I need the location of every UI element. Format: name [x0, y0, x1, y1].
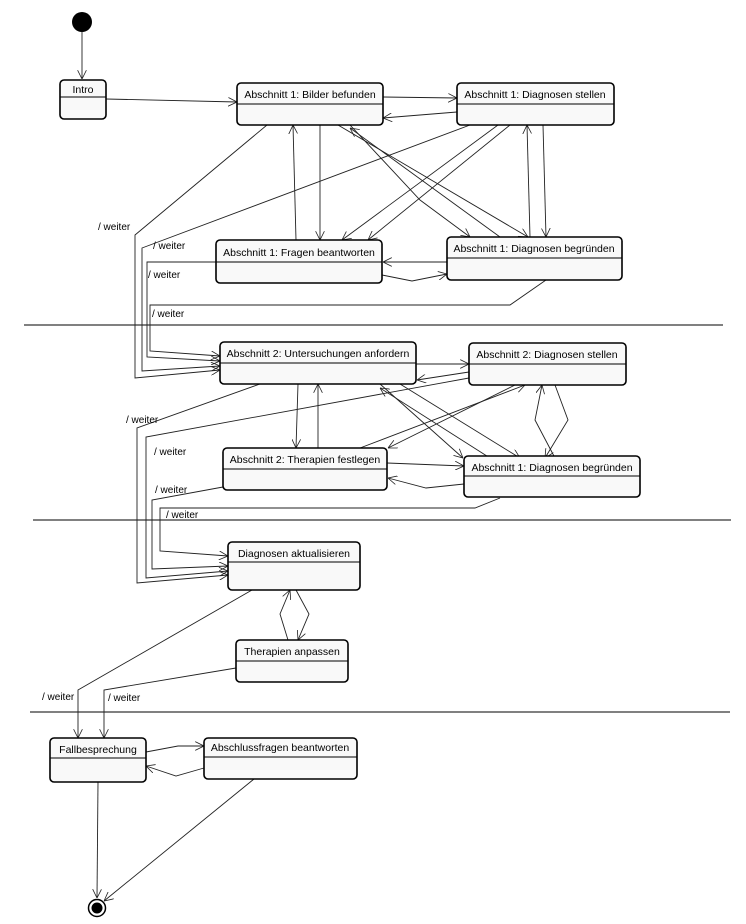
edge-therapien-diagstellen — [359, 385, 525, 449]
edge-diagstellen-untersuchungen — [141, 124, 471, 372]
state-abschlussfragen-beantworten: Abschlussfragen beantworten — [203, 737, 358, 780]
state-a1-bilder-befunden: Abschnitt 1: Bilder befunden — [236, 82, 384, 126]
state-diagnosen-aktualisieren-label: Diagnosen aktualisieren — [238, 548, 350, 560]
edge-intro-bilder — [105, 99, 237, 102]
edge-untersuchungen-diagbegr-2 — [399, 383, 520, 458]
state-abschlussfragen-beantworten-label: Abschlussfragen beantworten — [211, 742, 349, 754]
edge-diagbegr-untersuchungen — [149, 279, 547, 356]
edge-fragen-diagbegr — [381, 274, 447, 282]
state-a2-untersuchungen-anfordern: Abschnitt 2: Untersuchungen anfordern — [219, 341, 417, 385]
trigger-label: / weiter — [108, 693, 141, 704]
edge-diagstellen-bilder — [383, 111, 458, 118]
initial-state — [72, 12, 92, 32]
edge-diagstellen-fragen-2 — [368, 124, 511, 240]
edge-fragen-untersuchungen — [146, 261, 220, 361]
state-a1-diagnosen-begruenden-label: Abschnitt 1: Diagnosen begründen — [453, 243, 614, 255]
edge-diagbegr-diagstellen — [534, 385, 556, 459]
edge-therapien-aktualisieren — [279, 590, 290, 641]
state-a2-diagnosen-stellen: Abschnitt 2: Diagnosen stellen — [468, 342, 627, 386]
edge-untersuchungen-diagbegr-1 — [379, 383, 463, 458]
edge-bilder-diagbegr-2 — [349, 124, 470, 237]
trigger-label: / weiter — [126, 415, 159, 426]
edge-aktualisieren-fallbesprechung — [78, 589, 253, 738]
edge-diagstellen-fragen-1 — [342, 124, 499, 240]
edge-untersuchungen-therapien — [296, 383, 298, 448]
edge-therapien-diagbegr — [386, 463, 464, 466]
state-a1-fragen-beantworten-label: Abschnitt 1: Fragen beantworten — [223, 247, 375, 259]
state-intro: Intro — [59, 79, 107, 120]
state-a1-fragen-beantworten: Abschnitt 1: Fragen beantworten — [215, 239, 383, 284]
state-a2-diagnosen-begruenden-label: Abschnitt 1: Diagnosen begründen — [471, 462, 632, 474]
trigger-label: / weiter — [154, 447, 187, 458]
edge-diagstellen-diagbegr — [543, 124, 546, 237]
trigger-label: / weiter — [153, 241, 186, 252]
state-therapien-anpassen: Therapien anpassen — [235, 639, 349, 683]
edge-diagbegr-therapien — [388, 478, 465, 489]
edge-bilder-diagbegr-1 — [337, 124, 528, 237]
edge-diagbegr-diagstellen — [527, 125, 530, 238]
edge-diagbegr-aktualisieren — [159, 497, 501, 556]
edge-abschluss-final — [104, 778, 255, 901]
final-state-inner — [91, 902, 103, 914]
edge-untersuchungen-aktualisieren — [136, 383, 261, 584]
edge-diagbegr-bilder — [350, 128, 501, 238]
state-intro-label: Intro — [72, 84, 93, 96]
edge-therapien-aktualisieren — [151, 486, 228, 569]
trigger-label: / weiter — [148, 270, 181, 281]
state-a2-therapien-festlegen-label: Abschnitt 2: Therapien festlegen — [230, 454, 381, 466]
state-therapien-anpassen-label: Therapien anpassen — [244, 646, 340, 658]
edge-bilder-diagstellen — [382, 97, 457, 98]
state-a2-diagnosen-stellen-label: Abschnitt 2: Diagnosen stellen — [476, 349, 617, 361]
state-a2-untersuchungen-anfordern-label: Abschnitt 2: Untersuchungen anfordern — [227, 348, 410, 360]
state-a2-diagnosen-begruenden: Abschnitt 1: Diagnosen begründen — [463, 455, 641, 498]
state-fallbesprechung-label: Fallbesprechung — [59, 744, 137, 756]
state-a2-therapien-festlegen: Abschnitt 2: Therapien festlegen — [222, 447, 388, 491]
state-fallbesprechung: Fallbesprechung — [49, 737, 147, 783]
edge-fragen-bilder — [293, 125, 296, 241]
state-diagnosen-aktualisieren: Diagnosen aktualisieren — [227, 541, 361, 591]
edge-therapien-fallbesprechung — [104, 667, 237, 738]
edge-aktualisieren-therapien — [295, 589, 310, 640]
trigger-label: / weiter — [152, 309, 185, 320]
state-a1-diagnosen-stellen-label: Abschnitt 1: Diagnosen stellen — [464, 89, 605, 101]
edge-fallbesprechung-abschluss — [145, 746, 204, 753]
edge-diagstellen-therapien-1 — [388, 384, 516, 448]
edge-diagstellen-untersuchungen — [417, 371, 470, 380]
trigger-label: / weiter — [166, 510, 199, 521]
trigger-label: / weiter — [42, 692, 75, 703]
state-a1-diagnosen-begruenden: Abschnitt 1: Diagnosen begründen — [446, 236, 623, 281]
edge-bilder-untersuchungen — [134, 124, 268, 379]
edge-fallbesprechung-final — [97, 781, 98, 898]
edge-abschluss-fallbesprechung — [146, 766, 205, 777]
edge-diagbegr-untersuchungen — [380, 388, 491, 459]
edge-diagstellen-aktualisieren — [145, 377, 470, 579]
state-a1-bilder-befunden-label: Abschnitt 1: Bilder befunden — [244, 89, 375, 101]
trigger-label: / weiter — [155, 485, 188, 496]
state-a1-diagnosen-stellen: Abschnitt 1: Diagnosen stellen — [456, 82, 615, 126]
trigger-label: / weiter — [98, 222, 131, 233]
edge-diagstellen-diagbegr — [545, 384, 569, 458]
